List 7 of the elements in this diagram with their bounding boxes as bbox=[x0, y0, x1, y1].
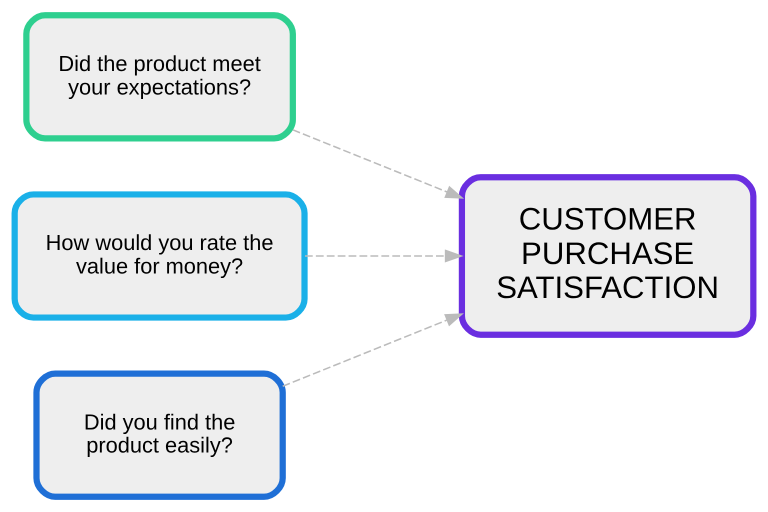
node-box: CUSTOMER PURCHASE SATISFACTION bbox=[458, 174, 756, 338]
arrow bbox=[282, 313, 464, 387]
arrow bbox=[292, 129, 464, 199]
arrow bbox=[305, 249, 464, 263]
node-box: Did the product meet your expectations? bbox=[23, 12, 296, 142]
node-box: How would you rate the value for money? bbox=[12, 191, 308, 321]
node-box: Did you find the product easily? bbox=[33, 370, 286, 500]
